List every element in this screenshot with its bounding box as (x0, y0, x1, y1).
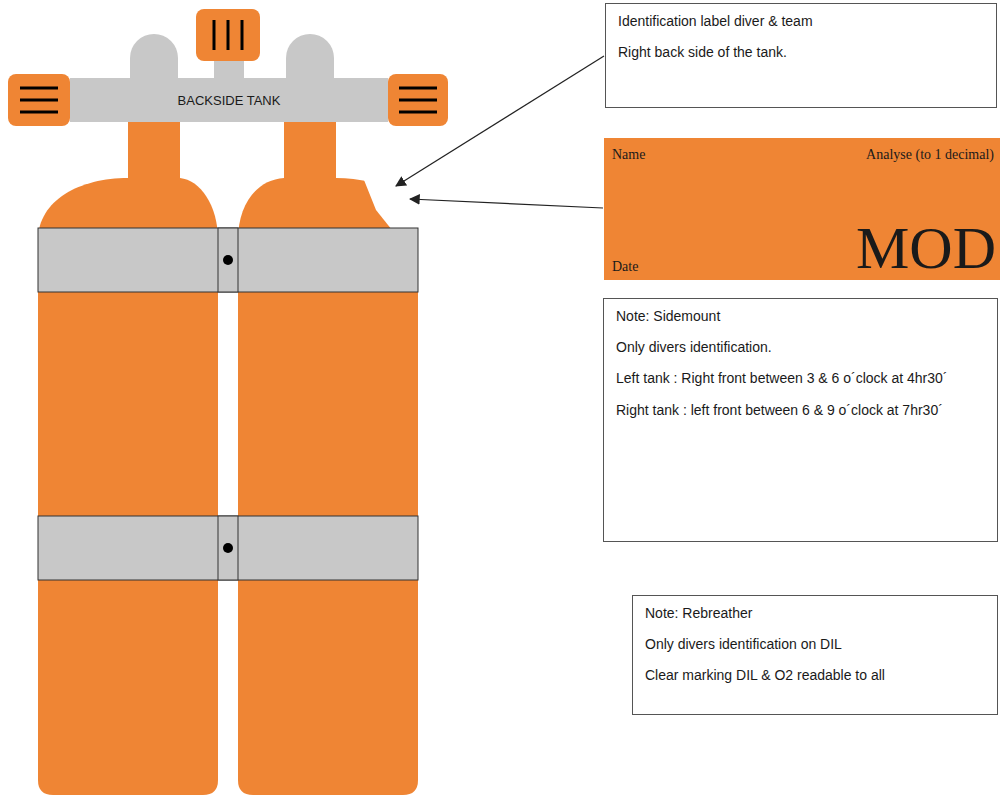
note-heading: Note: Rebreather (645, 604, 985, 622)
label-field: Name (612, 148, 645, 162)
note-box: Note: SidemountOnly divers identificatio… (603, 298, 998, 542)
note-text: Clear marking DIL & O2 readable to all (645, 666, 985, 684)
note-text: Left tank : Right front between 3 & 6 o´… (616, 369, 982, 387)
label-field: Analyse (to 1 decimal) (866, 148, 994, 162)
manifold-label: BACKSIDE TANK (178, 93, 281, 108)
valve-knob (388, 74, 448, 126)
note-text: Only divers identification on DIL (645, 635, 985, 653)
label-field: Date (612, 260, 638, 274)
valve-knob (8, 74, 70, 126)
note-box: Note: RebreatherOnly divers identificati… (632, 595, 998, 715)
manifold-bar: BACKSIDE TANK (70, 78, 388, 122)
valve-dome (286, 34, 334, 80)
note-box: Identification label diver & teamRight b… (605, 3, 997, 108)
leader-arrow (410, 199, 603, 208)
valve-knob (196, 9, 260, 61)
note-text: Right back side of the tank. (618, 43, 984, 61)
mod-text: MOD (856, 218, 996, 278)
valve-dome (130, 34, 178, 80)
leader-arrow (396, 56, 604, 186)
note-text: Only divers identification. (616, 338, 985, 356)
note-heading: Identification label diver & team (618, 12, 984, 30)
manifold-stem (214, 58, 244, 80)
label-position-notch (356, 160, 418, 232)
note-text: Right tank : left front between 6 & 9 o´… (616, 401, 982, 419)
note-heading: Note: Sidemount (616, 307, 985, 325)
tank-band (38, 228, 418, 292)
label-sample: Name Analyse (to 1 decimal) MOD Date (604, 138, 1000, 280)
tank-band (38, 516, 418, 580)
